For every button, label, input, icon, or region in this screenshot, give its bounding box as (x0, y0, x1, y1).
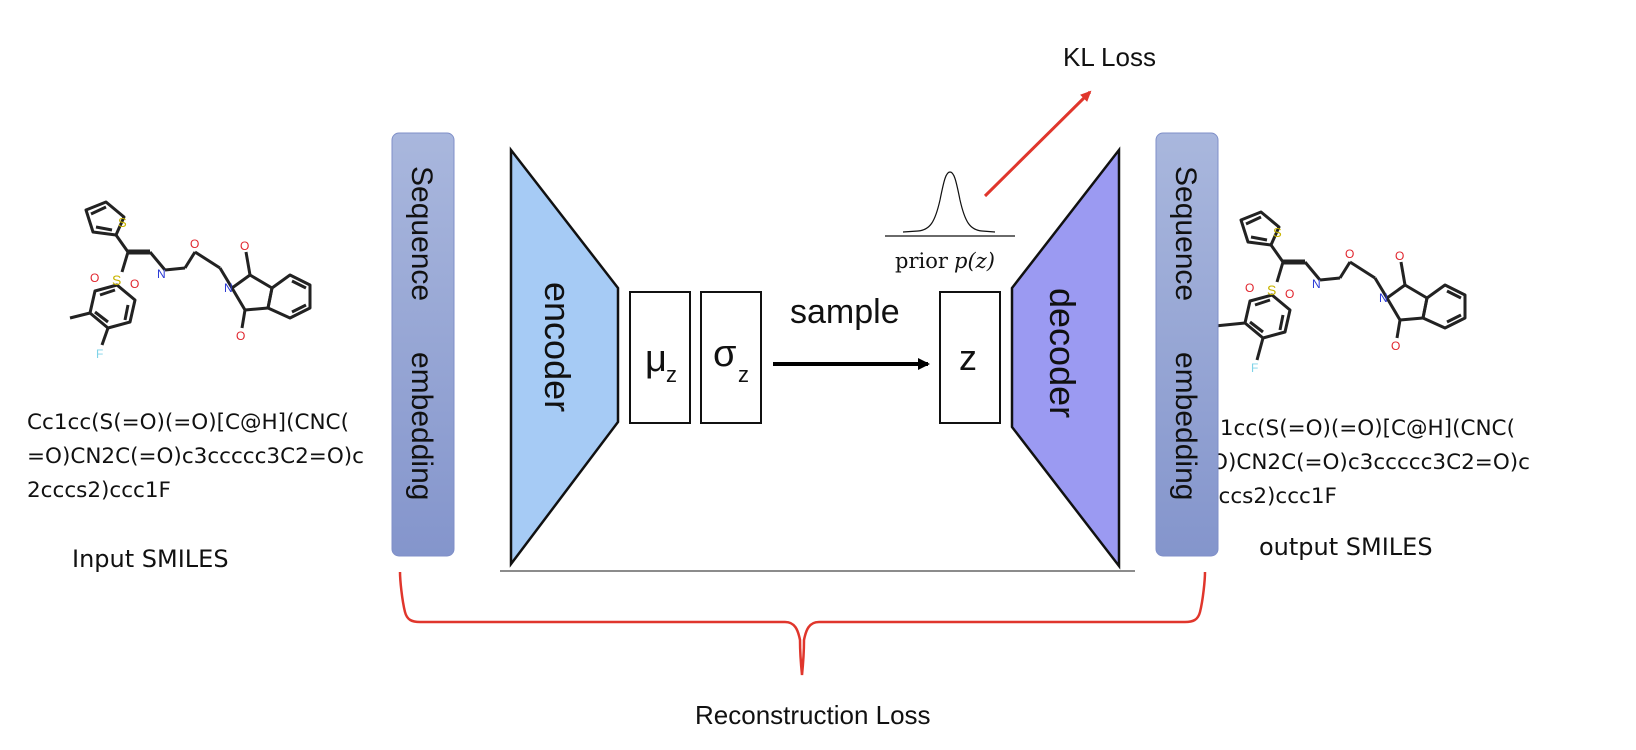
output-embedding-word-sequence: Sequence (1169, 166, 1202, 301)
sulfonyl-oxygen-2: O (130, 277, 139, 291)
output-embedding-block (1155, 132, 1219, 557)
amide-oxygen: O (190, 237, 199, 251)
fluorine: F (1251, 361, 1258, 375)
input-molecule: S S O O N O N O O F (69, 200, 312, 361)
sulfonyl-oxygen-1: O (90, 271, 99, 285)
sample-label: sample (790, 293, 900, 331)
imide-oxygen-1: O (1395, 249, 1404, 263)
imide-nitrogen: N (224, 281, 233, 295)
sulfonyl-sulfur: S (112, 272, 121, 288)
sulfonyl-sulfur: S (1267, 282, 1276, 298)
kl-arrow (983, 90, 1092, 198)
amide-nitrogen: N (157, 267, 166, 281)
input-embedding-word-sequence: Sequence (405, 166, 438, 301)
input-smiles-line: Cc1cc(S(=O)(=O)[C@H](CNC( (27, 410, 349, 435)
output-smiles-line: =O)CN2C(=O)c3ccccc3C2=O)c (1193, 450, 1530, 475)
imide-nitrogen: N (1379, 291, 1388, 305)
amide-nitrogen: N (1312, 277, 1321, 291)
sigma-symbol: σ (713, 333, 736, 375)
prior-curve (902, 171, 996, 233)
imide-oxygen-2: O (236, 329, 245, 343)
imide-oxygen-1: O (240, 239, 249, 253)
reconstruction-brace (398, 571, 1207, 676)
encoder-block (509, 146, 620, 568)
sigma-subscript: z (738, 362, 749, 387)
mu-box (629, 291, 691, 424)
input-smiles-line: 2cccs2)ccc1F (27, 478, 171, 503)
reconstruction-loss-label: Reconstruction Loss (695, 700, 931, 730)
fluorine: F (96, 347, 103, 361)
sulfonyl-oxygen-1: O (1245, 281, 1254, 295)
input-embedding-word-embedding: embedding (405, 352, 438, 500)
output-smiles-line: Cc1cc(S(=O)(=O)[C@H](CNC( (1193, 416, 1515, 441)
encoder-label: encoder (537, 282, 578, 412)
input-caption: Input SMILES (72, 545, 229, 573)
mu-symbol: μ (645, 338, 667, 380)
prior-word: prior (895, 249, 949, 273)
input-embedding-block (391, 132, 455, 557)
sulfonyl-oxygen-2: O (1285, 287, 1294, 301)
output-caption: output SMILES (1259, 533, 1433, 561)
input-smiles-line: =O)CN2C(=O)c3ccccc3C2=O)c (27, 444, 364, 469)
z-box (939, 291, 1001, 424)
decoder-label: decoder (1042, 288, 1083, 418)
z-symbol: z (959, 337, 977, 378)
prior-expression: p(z) (954, 249, 995, 273)
imide-oxygen-2: O (1391, 339, 1400, 353)
output-embedding-word-embedding: embedding (1169, 352, 1202, 500)
thiophene-sulfur: S (1273, 225, 1282, 240)
thiophene-sulfur: S (118, 215, 127, 230)
sigma-box (700, 291, 762, 424)
input-smiles: Cc1cc(S(=O)(=O)[C@H](CNC( =O)CN2C(=O)c3c… (27, 406, 364, 508)
output-molecule: S S O O N O N O O F (1194, 210, 1467, 375)
kl-loss-label: KL Loss (1063, 42, 1156, 72)
mu-subscript: z (666, 362, 677, 387)
amide-oxygen: O (1345, 247, 1354, 261)
decoder-block (1010, 146, 1121, 570)
